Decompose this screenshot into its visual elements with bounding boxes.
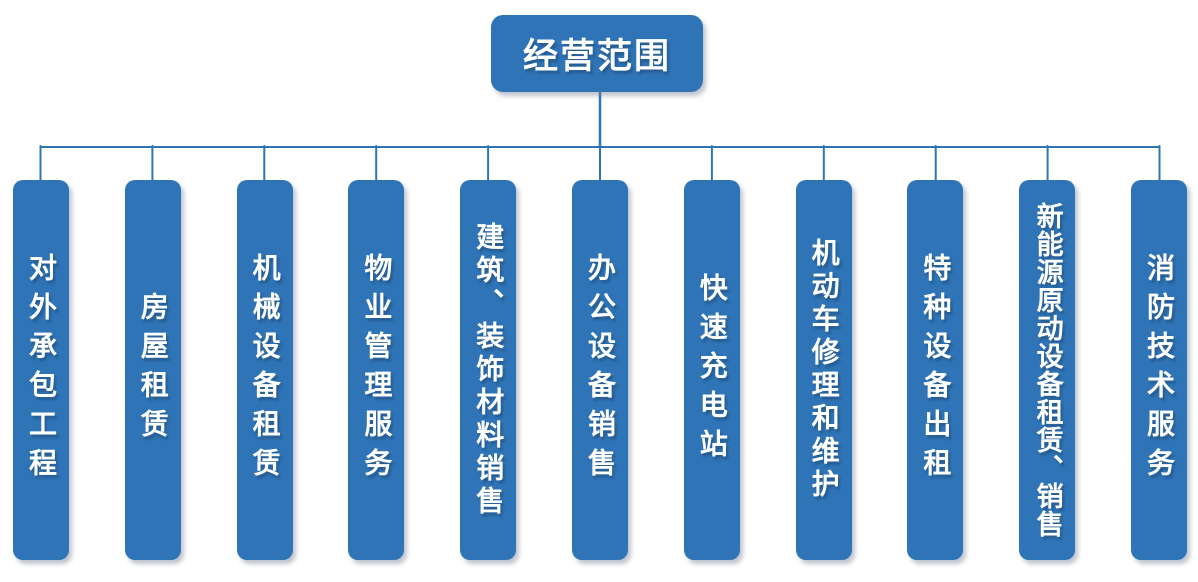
branch-label: 特种设备出租	[920, 253, 952, 487]
branch-node-property-management: 物业管理服务	[348, 180, 405, 560]
branch-node-office-equipment-sales: 办公设备销售	[571, 180, 628, 560]
branch-label: 建筑、装饰材料销售	[473, 221, 505, 519]
branch-node-foreign-contracting: 对外承包工程	[13, 180, 69, 560]
branch-label: 消防技术服务	[1143, 253, 1175, 487]
branch-label: 快速充电站	[696, 272, 728, 468]
branch-node-machinery-leasing: 机械设备租赁	[236, 180, 293, 560]
branch-node-house-leasing: 房屋租赁	[124, 180, 181, 560]
branch-label: 新能源原动设备租赁、销售	[1032, 202, 1063, 538]
branch-node-vehicle-repair-maintenance: 机动车修理和维护	[795, 180, 852, 560]
branch-node-special-equipment-rental: 特种设备出租	[907, 180, 964, 560]
branch-label: 机械设备租赁	[249, 253, 281, 487]
branch-label: 房屋租赁	[137, 292, 169, 448]
branch-node-new-energy-equipment: 新能源原动设备租赁、销售	[1019, 180, 1076, 560]
branch-node-fast-charging-station: 快速充电站	[683, 180, 740, 560]
branch-row: 对外承包工程 房屋租赁 机械设备租赁 物业管理服务 建筑、装饰材料销售 办公设备…	[0, 180, 1198, 560]
branch-label: 物业管理服务	[361, 253, 393, 487]
root-node: 经营范围	[491, 15, 703, 92]
branch-label: 办公设备销售	[584, 253, 616, 487]
branch-node-fire-protection-services: 消防技术服务	[1130, 180, 1187, 560]
branch-node-building-materials-sales: 建筑、装饰材料销售	[460, 180, 517, 560]
root-node-label: 经营范围	[522, 37, 671, 76]
branch-label: 机动车修理和维护	[808, 238, 840, 502]
branch-label: 对外承包工程	[26, 253, 57, 487]
